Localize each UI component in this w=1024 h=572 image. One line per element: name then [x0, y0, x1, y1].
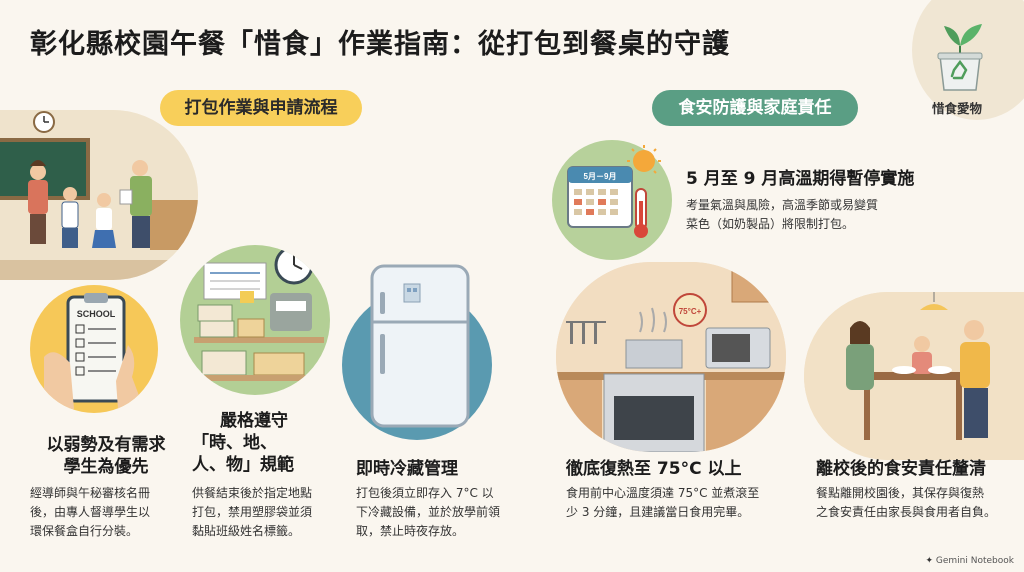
card-refrigeration: 即時冷藏管理 — [356, 458, 526, 480]
card-body-line: 之食安責任由家長與食用者自負。 — [816, 505, 997, 519]
card-title-line: 人、物」規範 — [192, 455, 294, 475]
recycle-bin-icon — [937, 24, 983, 91]
calendar-sun-illustration: 5月－9月 — [567, 145, 661, 238]
footer-brand-text: Gemini Notebook — [935, 556, 1014, 566]
fridge-illustration — [370, 264, 470, 428]
card-title-line: 5 月至 9 月高溫期得暫停實施 — [686, 169, 915, 189]
card-body-line: 打包後須立即存入 7°C 以 — [356, 486, 494, 500]
footer-brand: ✦ Gemini Notebook — [925, 556, 1014, 566]
card-family-responsibility: 離校後的食安責任釐清 — [816, 458, 1016, 480]
card-family-responsibility-body: 餐點離開校園後，其保存與復熱 之食安責任由家長與食用者自負。 — [816, 484, 1016, 522]
card-time-place-rules: 嚴格遵守 「時、地、 人、物」規範 — [192, 410, 322, 476]
card-title-line: 以弱勢及有需求 — [46, 435, 166, 455]
card-refrigeration-body: 打包後須立即存入 7°C 以 下冷藏設備，並於放學前領 取，禁止時夜存放。 — [356, 484, 536, 541]
card-title-line: 「時、地、 — [192, 433, 277, 453]
card-priority-students: 以弱勢及有需求 學生為優先 — [36, 434, 176, 478]
school-sign-text: SCHOOL — [77, 309, 116, 319]
card-title-line: 即時冷藏管理 — [356, 459, 458, 479]
card-title-line: 徹底復熱至 75°C 以上 — [566, 459, 742, 479]
card-body-line: 取，禁止時夜存放。 — [356, 524, 465, 538]
card-summer-suspension-body: 考量氣溫與風險，高溫季節或易變質 菜色（如奶製品）將限制打包。 — [686, 196, 906, 234]
card-body-line: 供餐結束後於指定地點 — [192, 486, 313, 500]
card-title-line: 嚴格遵守 — [220, 411, 288, 431]
kitchen-illustration: 75°C+ — [556, 262, 786, 452]
card-body-line: 黏貼班級姓名標籤。 — [192, 524, 301, 538]
card-reheat-body: 食用前中心溫度須達 75°C 並煮滾至 少 3 分鐘，且建議當日食用完畢。 — [566, 484, 786, 522]
card-body-line: 少 3 分鐘，且建議當日食用完畢。 — [566, 505, 750, 519]
card-body-line: 環保餐盒自行分裝。 — [30, 524, 139, 538]
card-body-line: 考量氣溫與風險，高溫季節或易變質 — [686, 198, 879, 212]
card-priority-students-body: 經導師與午秘審核名冊 後，由專人督導學生以 環保餐盒自行分裝。 — [30, 484, 190, 541]
calendar-range-text: 5月－9月 — [584, 172, 617, 181]
shelf-illustration — [180, 245, 330, 395]
clipboard-illustration: SCHOOL — [30, 285, 158, 413]
card-body-line: 餐點離開校園後，其保存與復熱 — [816, 486, 985, 500]
card-body-line: 菜色（如奶製品）將限制打包。 — [686, 217, 855, 231]
logo-label: 惜食愛物 — [932, 101, 983, 116]
temp-badge-text: 75°C+ — [679, 307, 702, 316]
card-title-line: 離校後的食安責任釐清 — [816, 459, 986, 479]
card-body-line: 打包，禁用塑膠袋並須 — [192, 505, 313, 519]
card-time-place-rules-body: 供餐結束後於指定地點 打包，禁用塑膠袋並須 黏貼班級姓名標籤。 — [192, 484, 342, 541]
section-label-right: 食安防護與家庭責任 — [652, 90, 858, 126]
card-body-line: 經導師與午秘審核名冊 — [30, 486, 151, 500]
classroom-illustration — [0, 110, 198, 280]
card-body-line: 下冷藏設備，並於放學前領 — [356, 505, 501, 519]
card-body-line: 後，由專人督導學生以 — [30, 505, 151, 519]
card-title-line: 學生為優先 — [63, 457, 149, 477]
card-reheat: 徹底復熱至 75°C 以上 — [566, 458, 786, 480]
family-dinner-illustration — [804, 292, 1024, 460]
card-body-line: 食用前中心溫度須達 75°C 並煮滾至 — [566, 486, 760, 500]
page-title: 彰化縣校園午餐「惜食」作業指南：從打包到餐桌的守護 — [30, 29, 730, 60]
sparkle-icon: ✦ — [925, 556, 934, 566]
section-label-left: 打包作業與申請流程 — [160, 90, 362, 126]
card-summer-suspension: 5 月至 9 月高溫期得暫停實施 — [686, 168, 926, 190]
